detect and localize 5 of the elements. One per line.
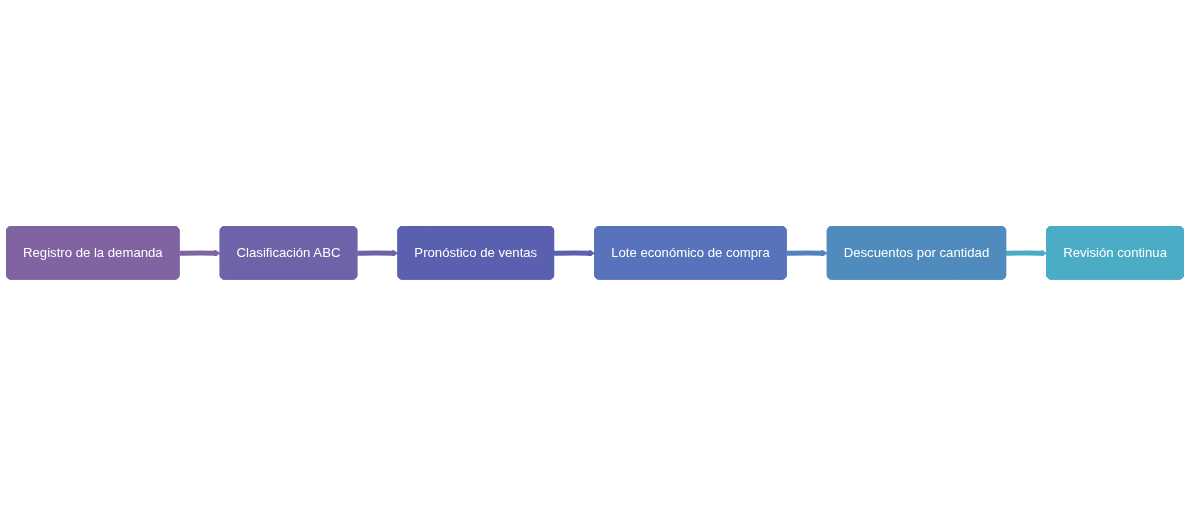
arrow — [1006, 249, 1048, 257]
arrow — [357, 249, 399, 257]
arrow — [786, 249, 829, 257]
arrow — [553, 249, 596, 257]
arrow — [179, 249, 221, 257]
